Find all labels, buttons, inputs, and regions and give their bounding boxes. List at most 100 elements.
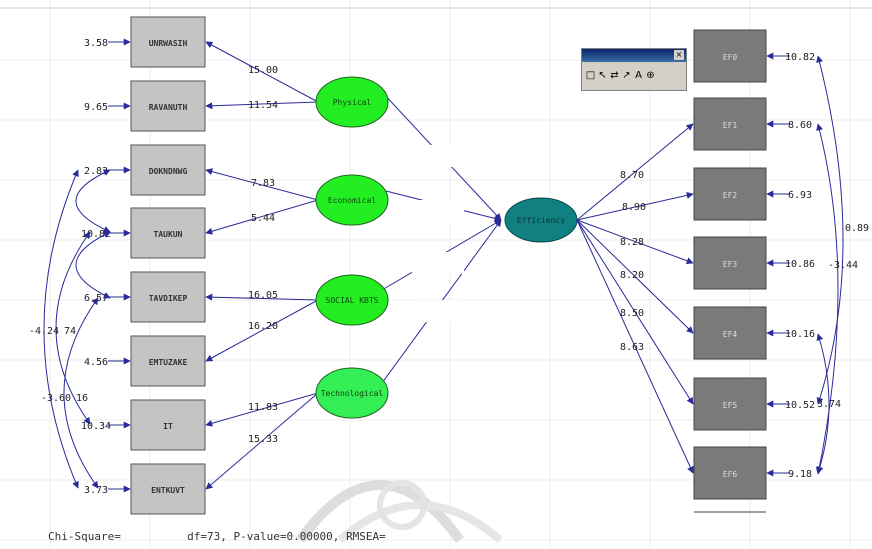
indicator-box-right (693, 377, 767, 431)
indicator-box-left (130, 80, 206, 132)
covariance-curve (815, 123, 839, 475)
loading-arrow (205, 293, 319, 301)
indicator-label: EF2 (723, 191, 738, 200)
watermark-circle (377, 480, 427, 530)
error-variance-label: 10.82 (81, 229, 111, 240)
loading-label: 15.33 (248, 434, 278, 445)
indicator-box-right (693, 97, 767, 151)
indicator-box-right (693, 167, 767, 221)
indicator-label: EF1 (723, 121, 738, 130)
latent-label: SOCIAL KBTS (326, 296, 379, 305)
indicator-box-left (130, 207, 206, 259)
indicator-label: EMTUZAKE (149, 358, 188, 367)
indicator-label: ENTKUVT (151, 486, 185, 495)
covariance-label: 74 (64, 326, 76, 337)
indicator-box-right (693, 306, 767, 360)
loading-arrow (205, 168, 319, 201)
indicator-label: EF0 (723, 53, 738, 62)
close-icon[interactable]: × (674, 50, 684, 60)
loading-arrow (576, 219, 694, 334)
covariance-label: -3.44 (828, 260, 858, 271)
error-variance-label: 10.82 (785, 52, 815, 63)
indicator-box-left (130, 335, 206, 387)
loading-arrow (205, 41, 319, 103)
zoom-icon[interactable]: ⊕ (646, 69, 655, 81)
chi-square-label: Chi-Square= (48, 530, 121, 543)
loading-arrow (205, 199, 319, 235)
indicator-label: UNRWASIH (149, 39, 188, 48)
error-variance-label: 3.58 (84, 38, 108, 49)
latent-ellipse (315, 274, 389, 326)
error-variance-label: 9.65 (84, 102, 108, 113)
covariance-label: 0.89 (845, 223, 869, 234)
error-variance-label: 8.60 (788, 120, 812, 131)
loading-label: 8.28 (620, 237, 644, 248)
loading-label: 11.83 (248, 402, 278, 413)
loading-arrow (576, 219, 694, 265)
error-variance-label: 4.56 (84, 357, 108, 368)
covariance-curve (75, 169, 111, 233)
indicator-label: TAVDIKEP (149, 294, 188, 303)
loading-label: 11.54 (248, 100, 278, 111)
covariance-curve (75, 231, 111, 299)
loading-label: 16.05 (248, 290, 278, 301)
structural-label-patch (412, 252, 464, 274)
indicator-label: EF3 (723, 260, 738, 269)
latent-ellipse (315, 76, 389, 128)
loading-arrow (205, 101, 319, 110)
error-variance-label: 6.93 (788, 190, 812, 201)
structural-label-patch (412, 300, 464, 322)
loading-label: 5.44 (251, 213, 275, 224)
loading-arrow (576, 219, 694, 405)
loading-arrow (576, 191, 694, 221)
loading-label: 16.20 (248, 321, 278, 332)
covariance-label: 3.74 (817, 399, 841, 410)
latent-label: Technological (321, 389, 384, 398)
indicator-box-left (130, 271, 206, 323)
error-variance-label: 10.16 (785, 329, 815, 340)
loading-label: 8.50 (620, 308, 644, 319)
fit-statistics: Chi-Square= df=73, P-value=0.00000, RMSE… (48, 530, 386, 543)
covariance-curve (43, 169, 79, 489)
indicator-label: IT (163, 422, 173, 431)
drawing-toolbar: × □↖⇄↗ A ⊕ (581, 48, 687, 91)
toolbar-titlebar[interactable] (582, 49, 686, 62)
indicator-label: EF5 (723, 401, 738, 410)
select-box-icon[interactable]: □ (585, 69, 596, 81)
indicator-box-left (130, 16, 206, 68)
toolbar-tools: □↖⇄↗ A ⊕ (582, 62, 686, 82)
covariance-label: -4.24 (29, 326, 59, 337)
covariance-label: 16 (76, 393, 88, 404)
indicator-box-left (130, 463, 206, 515)
arrow-tool-icon[interactable]: ↗ (622, 69, 631, 81)
loading-arrow (205, 392, 319, 490)
loading-arrow (205, 392, 319, 427)
indicator-box-right (693, 446, 767, 500)
loading-label: 7.83 (251, 178, 275, 189)
loading-arrow (576, 123, 694, 221)
indicator-box-left (130, 399, 206, 451)
covariance-curve (63, 297, 99, 489)
error-variance-label: 2.83 (84, 166, 108, 177)
indicator-label: TAUKUN (154, 230, 183, 239)
error-variance-label: 10.52 (785, 400, 815, 411)
indicator-label: EF6 (723, 470, 738, 479)
df-label: df=73, (187, 530, 227, 543)
watermark-arc (337, 501, 503, 544)
move-icon[interactable]: ⇄ (610, 69, 619, 81)
error-variance-label: 10.34 (81, 421, 111, 432)
latent-ellipse (315, 367, 389, 419)
covariance-label: -3.60 (41, 393, 71, 404)
latent-label: Economical (328, 196, 376, 205)
loading-label: 8.70 (620, 170, 644, 181)
loading-arrow (576, 219, 694, 474)
structural-label-patch (412, 145, 464, 167)
indicator-label: DOKNDNWG (149, 167, 188, 176)
text-tool-icon[interactable]: A (635, 69, 642, 81)
latent-label: Physical (333, 98, 372, 107)
covariance-curve (55, 231, 91, 425)
pointer-icon[interactable]: ↖ (598, 69, 607, 81)
loading-label: 15.00 (248, 65, 278, 76)
loading-label: 8.63 (620, 342, 644, 353)
